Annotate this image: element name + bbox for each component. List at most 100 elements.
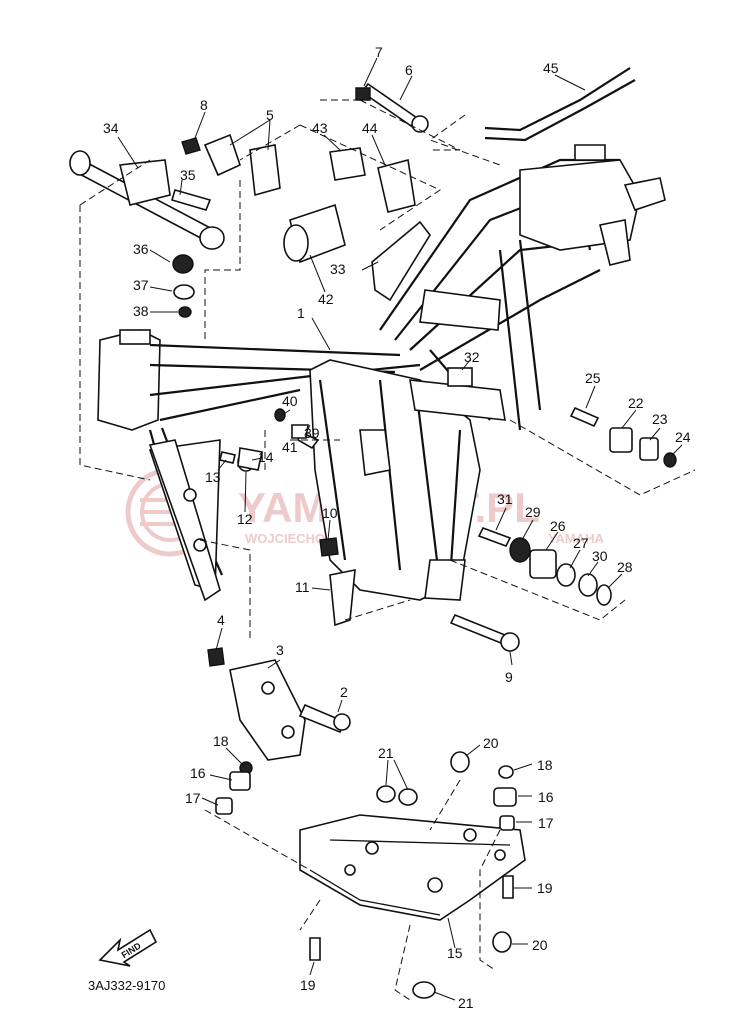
assembly-lines: [79, 99, 696, 1001]
callout-7: 7: [375, 44, 383, 60]
callout-14: 14: [258, 449, 274, 465]
callout-6: 6: [405, 62, 413, 78]
part-16-damper-left: [229, 771, 251, 791]
watermark-suffix: YAMAHA: [548, 531, 604, 546]
part-33-plate: [371, 220, 431, 302]
callout-30: 30: [592, 548, 608, 564]
part-21-cap-a: [376, 785, 396, 803]
callout-39: 39: [304, 425, 320, 441]
callout-18-right: 18: [537, 757, 553, 773]
head-pipe-cap: [119, 329, 151, 345]
part-7-nut: [355, 87, 371, 101]
part-28-nut: [596, 584, 612, 606]
part-45-cable: [484, 67, 631, 132]
part-17-collar-right: [499, 815, 515, 831]
callout-41: 41: [282, 439, 298, 455]
seat-tab: [574, 144, 606, 161]
frame-label: [447, 367, 473, 387]
part-10-nut: [319, 537, 339, 557]
callout-35: 35: [180, 167, 196, 183]
part-16-damper-right: [493, 787, 517, 807]
part-8-nut: [181, 137, 201, 155]
callout-24: 24: [675, 429, 691, 445]
callout-38: 38: [133, 303, 149, 319]
pivot-plate: [424, 559, 466, 601]
callout-25: 25: [585, 370, 601, 386]
part-40-bolt: [274, 408, 286, 422]
callout-18-left: 18: [213, 733, 229, 749]
callout-16-right: 16: [538, 789, 554, 805]
callout-45: 45: [543, 60, 559, 76]
callout-29: 29: [525, 504, 541, 520]
part-19-bolt-right: [502, 875, 514, 899]
callout-3: 3: [276, 642, 284, 658]
callout-11: 11: [295, 579, 310, 595]
part-21-cap-bottom: [412, 981, 436, 999]
callout-17-left: 17: [185, 790, 201, 806]
part-15-skid-plate: [299, 814, 526, 921]
part-36-damper: [172, 254, 194, 274]
part-43-bracket: [329, 147, 366, 181]
callout-42: 42: [318, 291, 334, 307]
callout-19-left: 19: [300, 977, 316, 993]
part-34-shaft: [69, 150, 225, 250]
callout-21-top: 21: [378, 745, 394, 761]
part-17-collar-left: [215, 797, 233, 815]
part-27-collar: [556, 563, 576, 587]
part-37-washer: [173, 284, 195, 300]
callout-17-right: 17: [538, 815, 554, 831]
callout-23: 23: [652, 411, 668, 427]
part-11-bracket: [329, 569, 356, 627]
part-24-nut: [663, 452, 677, 468]
part-23-collar: [639, 437, 659, 461]
upper-cross-plate: [419, 289, 501, 331]
part-31-bolt: [477, 527, 512, 547]
part-19-bolt-left: [309, 937, 321, 961]
diagram-code: 3AJ332-9170: [88, 978, 165, 993]
callout-10: 10: [322, 505, 338, 521]
callout-34: 34: [103, 120, 119, 136]
callout-32: 32: [464, 349, 480, 365]
part-44-clamp: [377, 158, 416, 213]
head-pipe: [97, 329, 161, 431]
callout-15: 15: [447, 945, 463, 961]
callout-20-top: 20: [483, 735, 499, 751]
part-20-damper-top: [450, 751, 470, 773]
part-22-bush: [609, 427, 633, 453]
part-25-bolt: [569, 406, 600, 428]
callout-36: 36: [133, 241, 149, 257]
part-26-bush: [529, 549, 557, 579]
part-30-washer: [578, 573, 598, 597]
part-35-bolt: [171, 189, 212, 211]
rear-bracket: [599, 219, 631, 266]
callout-22: 22: [628, 395, 644, 411]
callout-28: 28: [617, 559, 633, 575]
main-frame: [97, 144, 666, 602]
part-2-bolt: [298, 703, 347, 734]
part-38-nut: [178, 306, 192, 318]
part-20-damper-bottom: [492, 931, 512, 953]
callout-26: 26: [550, 518, 566, 534]
callout-37: 37: [133, 277, 149, 293]
callout-16-left: 16: [190, 765, 206, 781]
leader-lines: [117, 57, 683, 1001]
callout-2: 2: [340, 684, 348, 700]
part-14-holder: [237, 447, 263, 471]
callout-8: 8: [200, 97, 208, 113]
callout-1: 1: [297, 305, 305, 321]
callout-4: 4: [217, 612, 225, 628]
part-29-washer: [509, 537, 531, 563]
part-3-engine-bracket: [229, 659, 306, 761]
callout-21-bottom: 21: [458, 995, 474, 1011]
callout-33: 33: [330, 261, 346, 277]
part-21-cap-b: [398, 788, 418, 806]
rear-tab: [623, 177, 666, 211]
find-arrow: FIND: [98, 928, 158, 967]
part-41-band: [291, 424, 309, 439]
callout-12: 12: [237, 511, 253, 527]
gusset: [359, 429, 391, 476]
part-9-bolt: [449, 613, 507, 645]
callout-27: 27: [573, 535, 589, 551]
callout-13: 13: [205, 469, 221, 485]
